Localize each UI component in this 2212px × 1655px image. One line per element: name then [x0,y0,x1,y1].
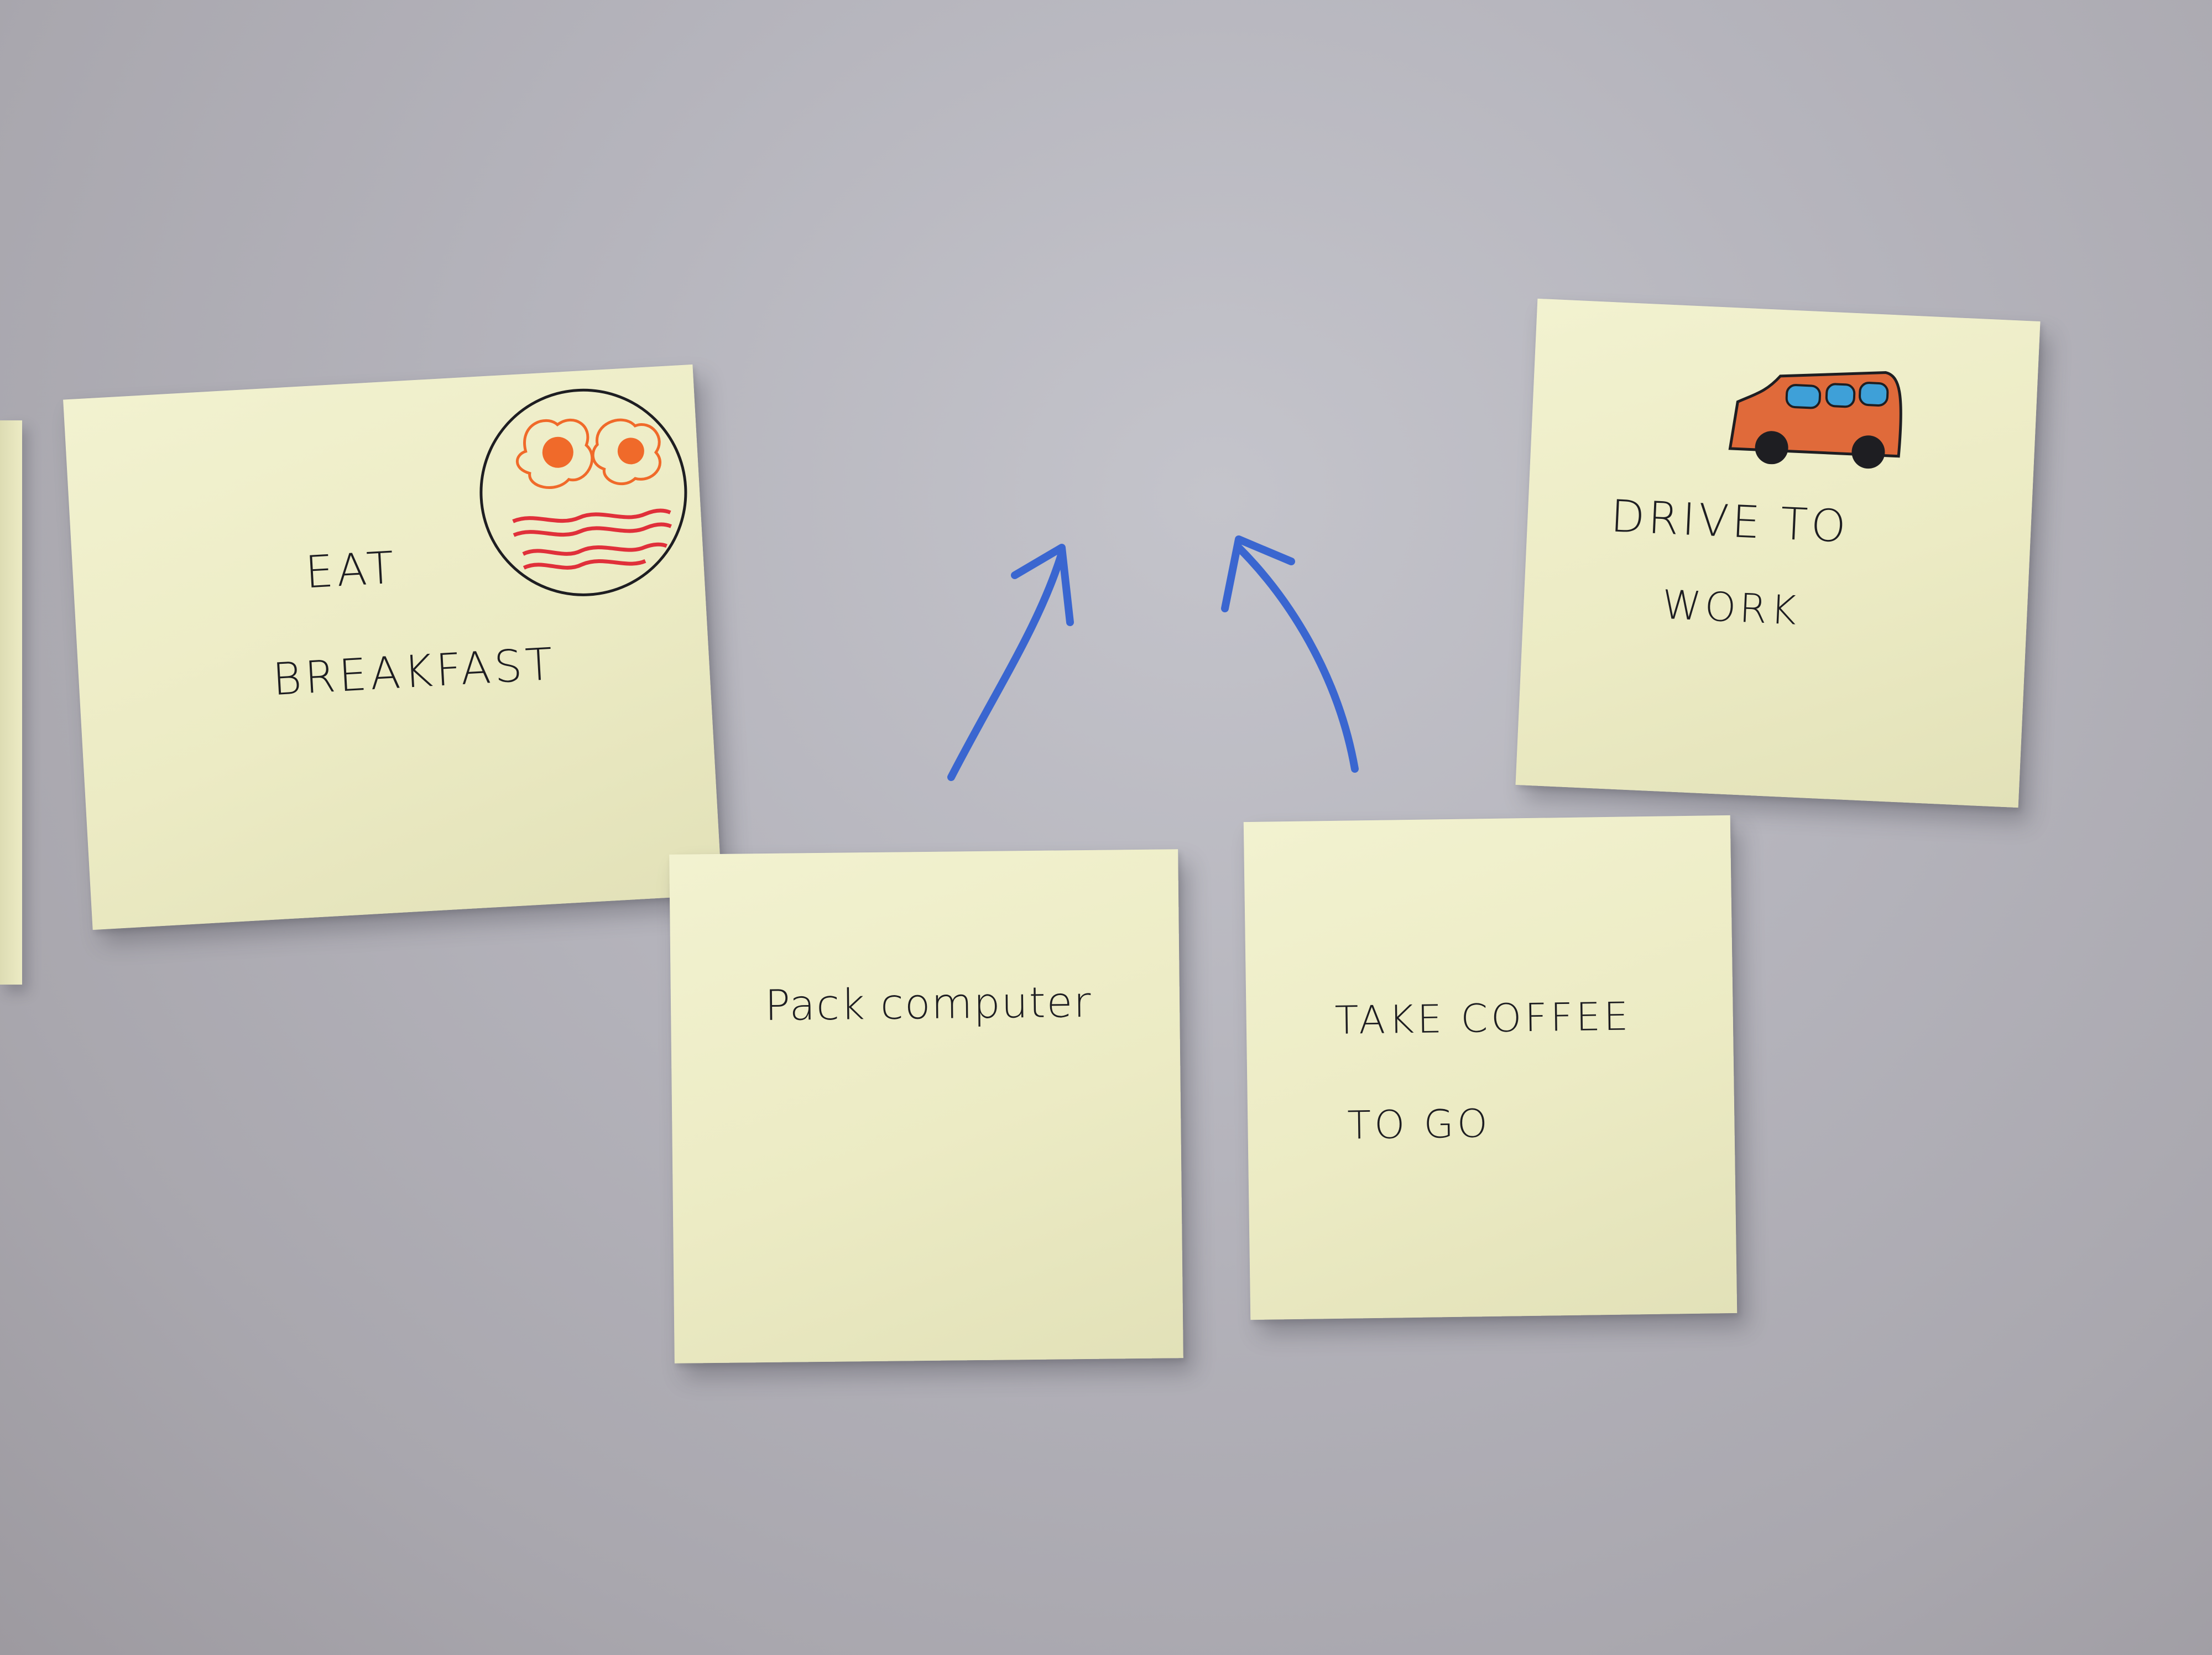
note-text-line-1: EAT [304,542,399,598]
note-text-line-2: BREAKFAST [271,638,557,706]
arrow-up-icon [1221,535,1359,773]
note-text-line-1: Pack computer [764,977,1092,1031]
sticky-note-take-coffee: TAKE COFFEE TO GO [1243,815,1738,1320]
sticky-note-pack-computer: Pack computer [669,849,1183,1363]
breakfast-plate-icon [479,388,687,596]
sticky-note-drive-to-work: DRIVE TO WORK [1515,298,2041,808]
note-text-line-1: TAKE COFFEE [1334,993,1632,1043]
arrow-up-icon [947,544,1074,781]
note-text-line-1: DRIVE TO [1609,490,1850,553]
sticky-note-eat-breakfast: EAT BREAKFAST [63,364,722,930]
note-text-line-2: TO GO [1347,1101,1491,1148]
note-text-line-2: WORK [1661,581,1801,634]
partial-sticky-note [0,420,22,985]
car-icon [1728,371,1902,469]
